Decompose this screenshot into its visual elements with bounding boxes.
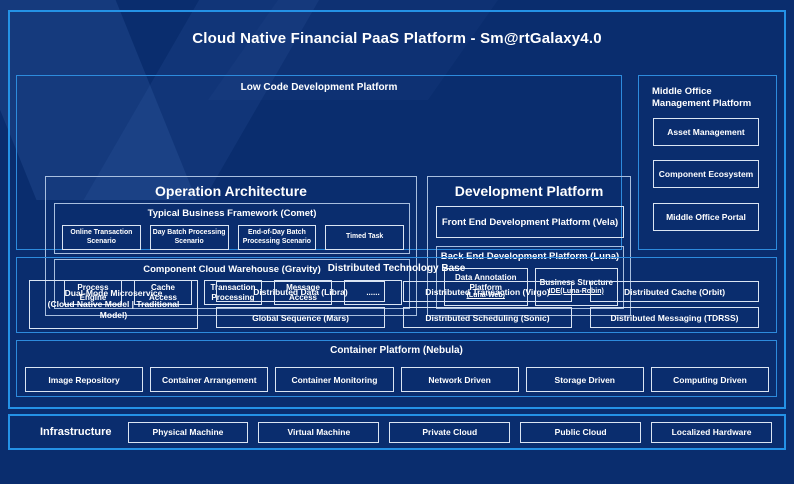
box-title: Data Annotation Platform: [455, 273, 517, 292]
global-sequence-box: Global Sequence (Mars): [216, 307, 385, 328]
box-title: Business Structure: [539, 278, 613, 287]
distributed-cache-box: Distributed Cache (Orbit): [590, 281, 759, 302]
physical-machine-box: Physical Machine: [127, 421, 249, 443]
dual-mode-microservice-box: Dual-Mode Microservice (Cloud Native Mod…: [29, 280, 198, 329]
typical-business-framework-box: Typical Business Framework (Comet) Onlin…: [54, 203, 410, 254]
virtual-machine-box: Virtual Machine: [258, 421, 380, 443]
private-cloud-box: Private Cloud: [389, 421, 511, 443]
typical-business-framework-label: Typical Business Framework (Comet): [147, 208, 317, 219]
middle-office-management-section: Middle Office Management Platform Asset …: [638, 75, 777, 250]
box-subtitle: (Luna-Web): [466, 292, 505, 300]
container-arrangement-box: Container Arrangement: [150, 367, 269, 392]
public-cloud-box: Public Cloud: [520, 421, 642, 443]
box-detail: (Cloud Native Model | Traditional Model): [47, 298, 180, 321]
distributed-base-label: Distributed Technology Base: [327, 263, 466, 274]
scenario-box: Online Transaction Scenario: [62, 225, 141, 250]
distributed-messaging-box: Distributed Messaging (TDRSS): [590, 307, 759, 328]
infrastructure-section: Infrastructure Physical Machine Virtual …: [8, 414, 786, 450]
back-end-platform-box: Back End Development Platform (Luna) Dat…: [436, 246, 624, 309]
network-driven-box: Network Driven: [400, 367, 519, 392]
localized-hardware-box: Localized Hardware: [651, 421, 772, 443]
business-structure-ide-box: Business Structure IDE(Luna-Robin): [534, 268, 618, 306]
component-box: ......: [344, 280, 402, 305]
distributed-data-box: Distributed Data (Libra): [216, 281, 385, 302]
image-repository-box: Image Repository: [25, 367, 144, 392]
component-cloud-warehouse-label: Component Cloud Warehouse (Gravity): [143, 264, 321, 275]
container-platform-label: Container Platform (Nebula): [330, 345, 463, 356]
box-subtitle: IDE(Luna-Robin): [548, 287, 604, 295]
main-frame: [8, 10, 786, 409]
middle-office-portal-box: Middle Office Portal: [653, 203, 759, 231]
back-end-platform-label: Back End Development Platform (Luna): [440, 251, 620, 262]
page-title: Cloud Native Financial PaaS Platform - S…: [192, 30, 602, 47]
low-code-platform-label: Low Code Development Platform: [240, 82, 398, 93]
distributed-scheduling-box: Distributed Scheduling (Sonic): [403, 307, 572, 328]
operation-architecture-title: Operation Architecture: [155, 183, 307, 199]
back-end-items-row: Data Annotation Platform (Luna-Web) Busi…: [444, 268, 618, 306]
data-annotation-platform-box: Data Annotation Platform (Luna-Web): [444, 268, 528, 306]
computing-driven-box: Computing Driven: [650, 367, 770, 392]
box-title: Dual-Mode Microservice: [64, 287, 163, 298]
middle-office-label: Middle Office Management Platform: [652, 86, 752, 110]
container-monitoring-box: Container Monitoring: [275, 367, 394, 392]
scenario-box: Timed Task: [325, 225, 404, 250]
container-platform-items-row: Image Repository Container Arrangement C…: [25, 367, 770, 392]
development-platform-title: Development Platform: [454, 183, 604, 199]
container-platform-section: Container Platform (Nebula) Image Reposi…: [16, 340, 777, 397]
distributed-items-grid: Distributed Data (Libra) Distributed Tra…: [216, 281, 759, 328]
scenario-box: End-of-Day Batch Processing Scenario: [237, 225, 317, 250]
front-end-platform-box: Front End Development Platform (Vela): [436, 206, 624, 238]
typical-business-items-row: Online Transaction Scenario Day Batch Pr…: [62, 225, 404, 250]
operation-architecture-box: Operation Architecture Typical Business …: [45, 176, 417, 316]
infrastructure-items-row: Physical Machine Virtual Machine Private…: [127, 421, 772, 443]
distributed-transaction-box: Distributed Transaction (Virgo): [403, 281, 572, 302]
component-box: Transaction Processing: [204, 280, 262, 305]
development-platform-box: Development Platform Front End Developme…: [427, 176, 631, 316]
storage-driven-box: Storage Driven: [525, 367, 644, 392]
distributed-technology-base-section: Distributed Technology Base Dual-Mode Mi…: [16, 257, 777, 333]
low-code-development-platform-section: Low Code Development Platform Operation …: [16, 75, 631, 316]
component-ecosystem-box: Component Ecosystem: [653, 160, 759, 188]
infrastructure-label: Infrastructure: [40, 426, 112, 438]
component-box: Message Access: [274, 280, 332, 305]
scenario-box: Day Batch Processing Scenario: [149, 225, 229, 250]
asset-management-box: Asset Management: [653, 118, 759, 146]
